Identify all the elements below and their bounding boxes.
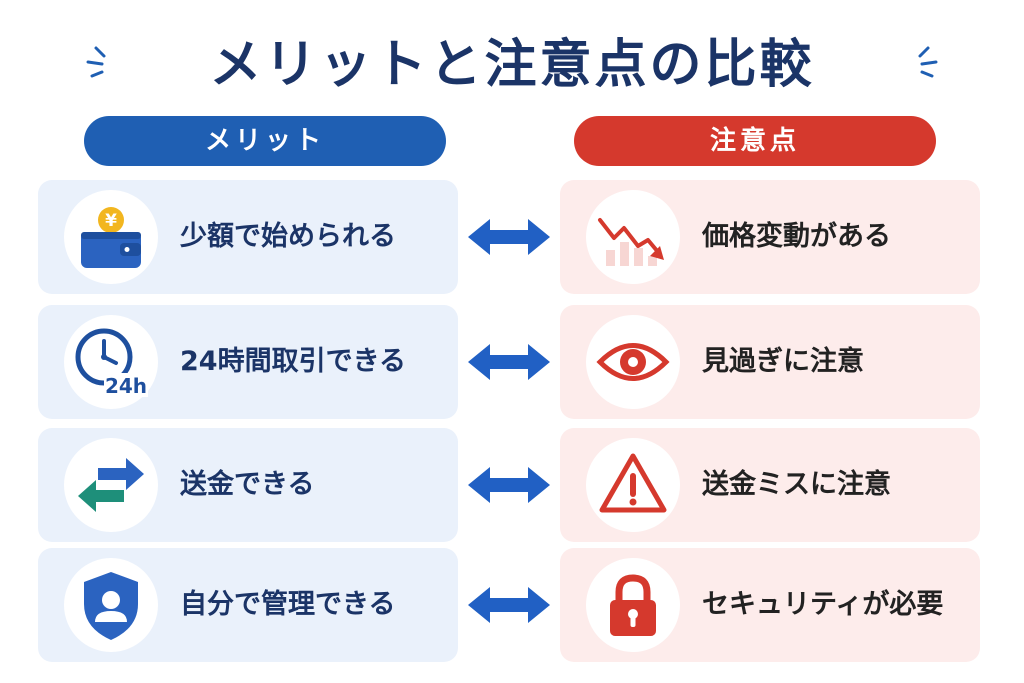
caution-card-price: 価格変動がある	[560, 180, 980, 294]
merit-label: 24時間取引できる	[180, 346, 407, 377]
caution-card-watching: 見過ぎに注意	[560, 305, 980, 419]
caution-card-transfer-mistake: 送金ミスに注意	[560, 428, 980, 542]
coin-yen-symbol: ¥	[105, 211, 117, 231]
caution-card-security: セキュリティが必要	[560, 548, 980, 662]
caution-label: セキュリティが必要	[702, 589, 944, 620]
wallet-coin-icon: ¥	[81, 207, 141, 268]
icon-circle: 24h	[64, 315, 158, 409]
sparkle-decoration-right-icon	[918, 46, 938, 78]
caution-header: 注意点	[574, 116, 936, 166]
shield-user-icon	[84, 572, 138, 640]
caution-label: 見過ぎに注意	[702, 346, 864, 377]
merit-header: メリット	[84, 116, 446, 166]
double-arrow-icon	[468, 219, 550, 255]
merit-card-self-custody: 自分で管理できる	[38, 548, 458, 662]
price-down-chart-icon	[598, 218, 664, 266]
clock-24h-badge: 24h	[105, 374, 147, 398]
double-arrow-icon	[468, 344, 550, 380]
merit-label: 送金できる	[180, 469, 315, 500]
merit-card-24h: 24h 24時間取引できる	[38, 305, 458, 419]
merit-label: 自分で管理できる	[180, 589, 396, 620]
padlock-icon	[610, 574, 656, 636]
clock-24h-icon: 24h	[75, 328, 148, 398]
eye-icon	[596, 343, 670, 381]
sparkle-decoration-left-icon	[86, 46, 106, 78]
icon-circle	[586, 438, 680, 532]
icon-circle	[586, 558, 680, 652]
transfer-arrows-icon	[78, 458, 144, 512]
caution-label: 価格変動がある	[702, 221, 891, 252]
icon-circle: ¥	[64, 190, 158, 284]
icon-circle	[586, 190, 680, 284]
icon-circle	[64, 438, 158, 532]
double-arrow-icon	[468, 587, 550, 623]
merit-label: 少額で始められる	[180, 221, 396, 252]
caution-label: 送金ミスに注意	[702, 469, 891, 500]
merit-card-small-amount: ¥ 少額で始められる	[38, 180, 458, 294]
double-arrow-icon	[468, 467, 550, 503]
icon-circle	[64, 558, 158, 652]
merit-card-transfer: 送金できる	[38, 428, 458, 542]
icon-circle	[586, 315, 680, 409]
warning-triangle-icon	[599, 453, 667, 513]
page-title: メリットと注意点の比較	[209, 35, 815, 95]
